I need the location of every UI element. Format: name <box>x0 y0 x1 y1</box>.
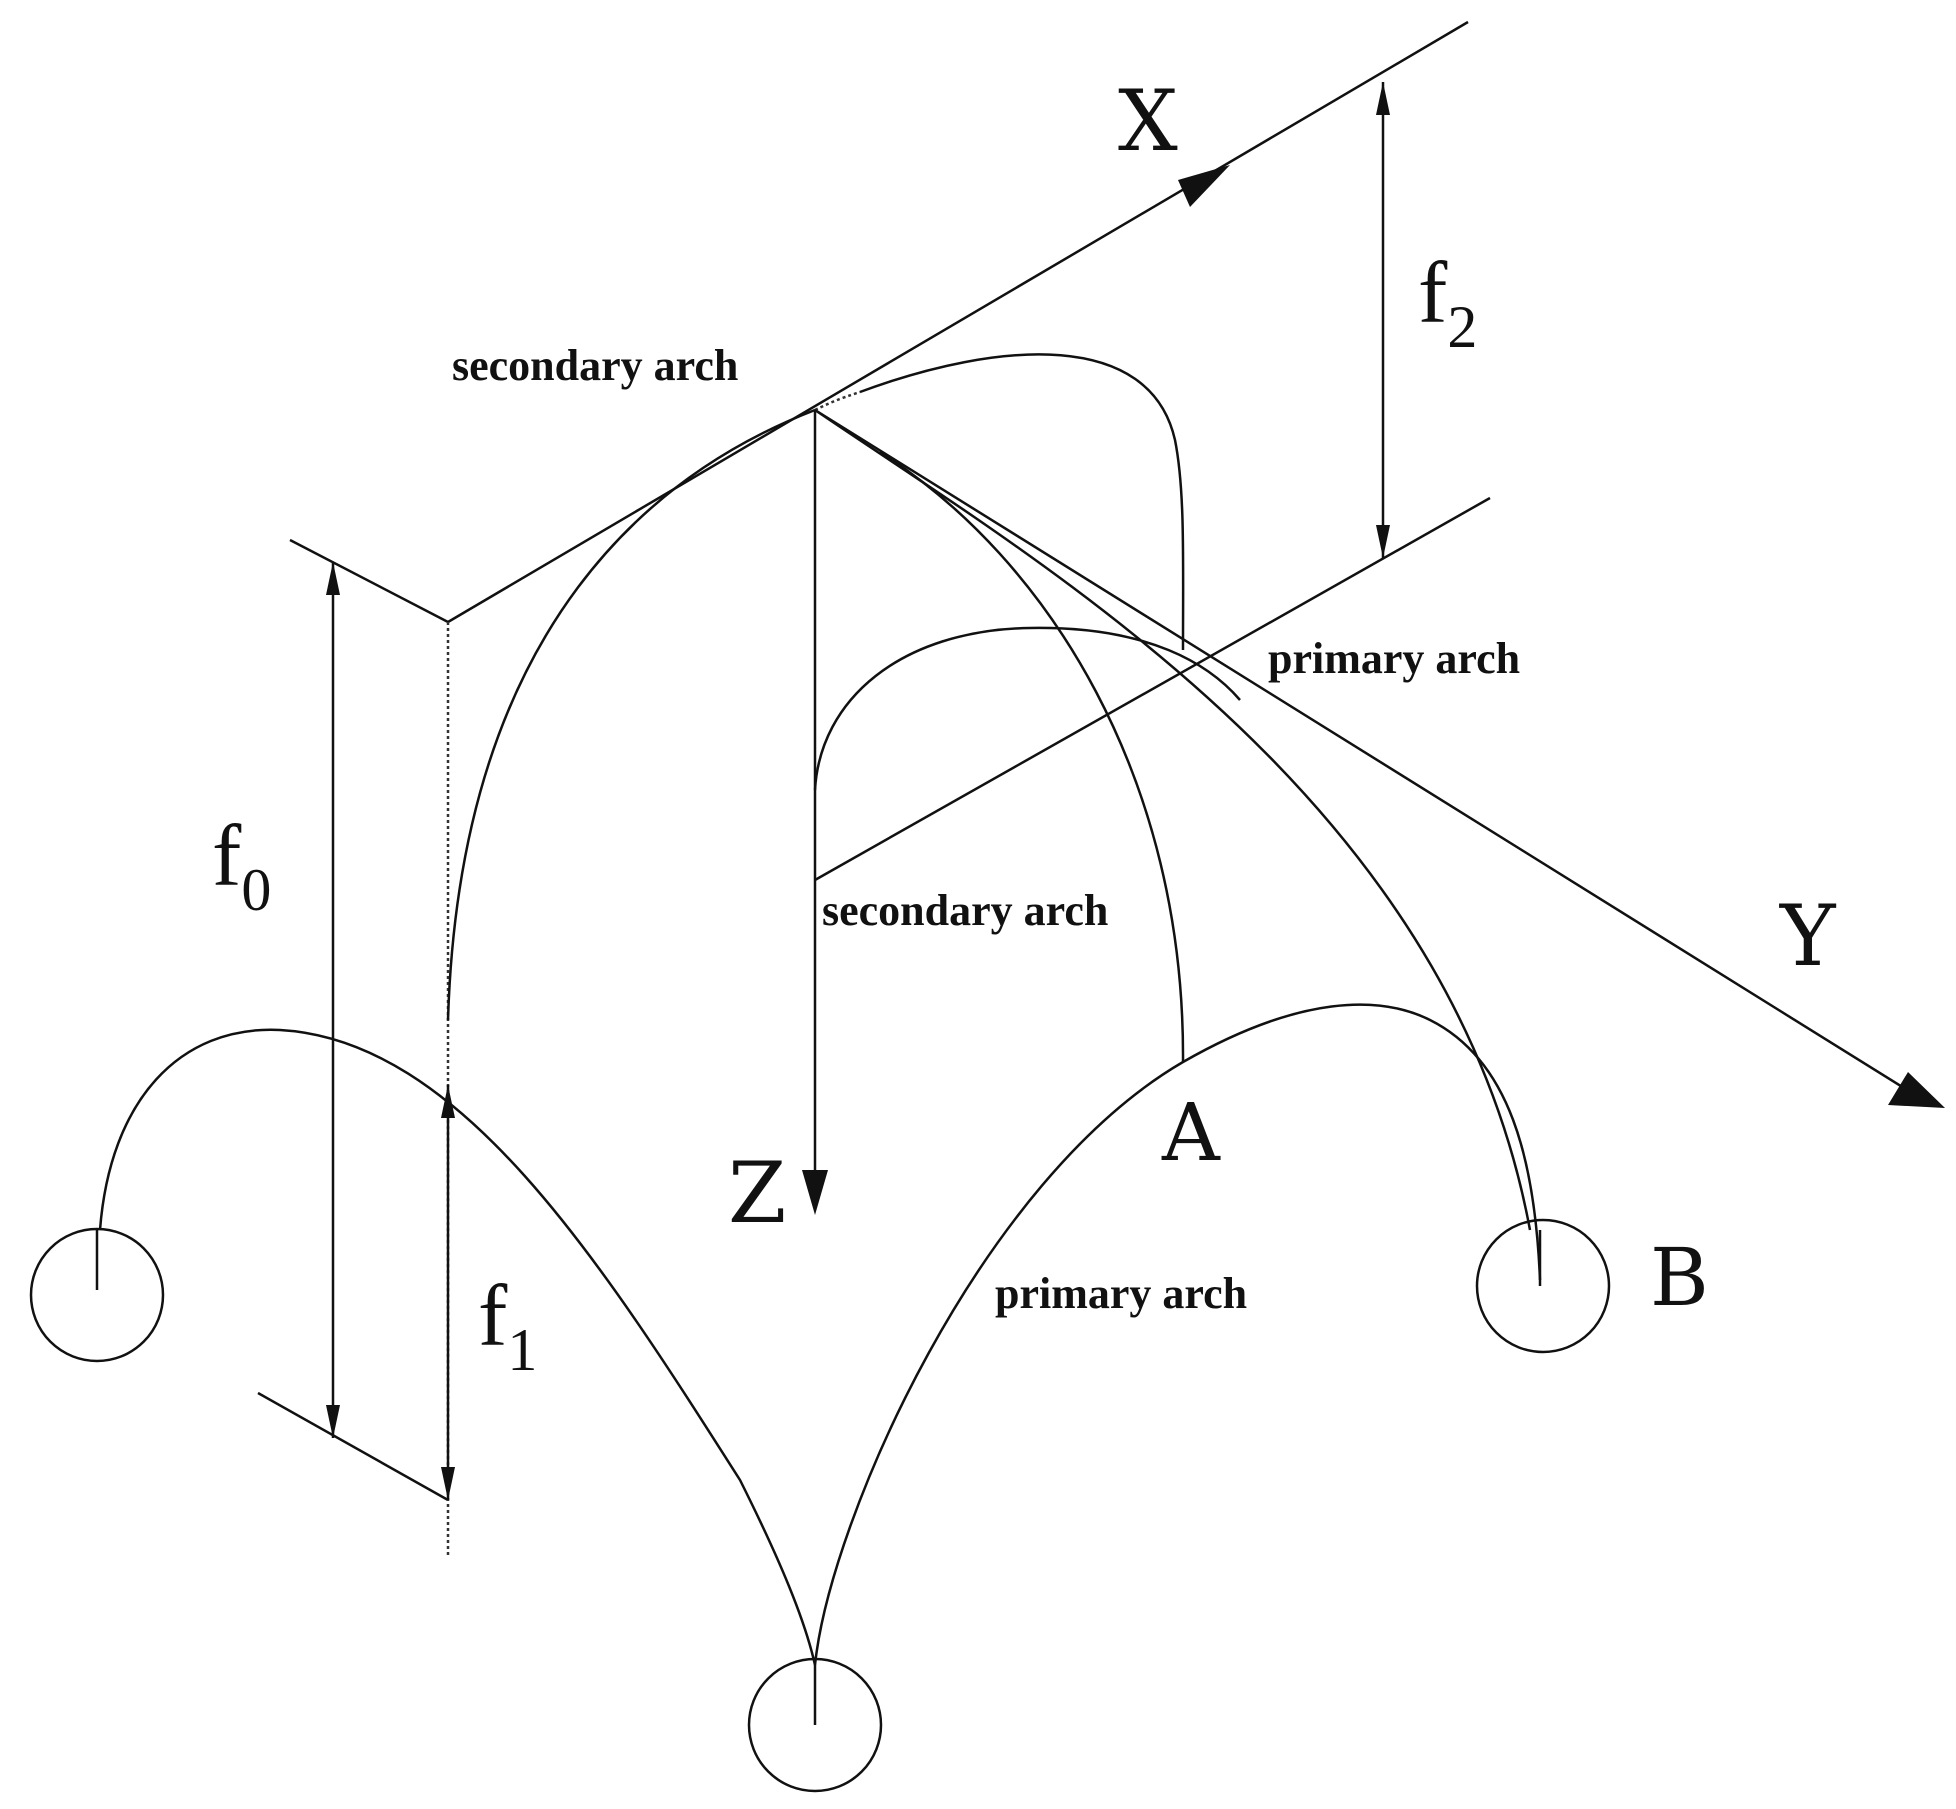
point-b-label: B <box>1650 1231 1709 1324</box>
secondary-arch-top-curve <box>859 353 1185 651</box>
f0-dimension <box>326 562 340 1438</box>
top-left-reference-line <box>289 538 449 624</box>
f2-dimension <box>1376 82 1390 558</box>
y-axis <box>814 408 1945 1108</box>
secondary-arch-label-top: secondary arch <box>452 341 738 390</box>
x-axis <box>447 20 1469 624</box>
primary-arch-right-curve <box>813 1003 1542 1666</box>
arch-to-point-a <box>879 450 1185 1063</box>
z-axis <box>802 410 828 1215</box>
f2-label: f2 <box>1418 245 1477 360</box>
point-b-support <box>1475 1218 1611 1354</box>
left-edge-arch <box>446 408 816 1021</box>
secondary-baseline-line <box>814 496 1491 882</box>
point-a-label: A <box>1161 1086 1221 1179</box>
secondary-arch-label-middle: secondary arch <box>822 886 1108 935</box>
z-axis-label: Z <box>728 1144 786 1242</box>
secondary-arch-middle-curve <box>813 626 1241 791</box>
f1-dimension <box>441 1085 455 1500</box>
primary-arch-label-right: primary arch <box>1268 634 1520 683</box>
bottom-left-reference-line <box>257 1391 449 1502</box>
primary-arch-label-bottom: primary arch <box>995 1269 1247 1318</box>
left-support <box>29 1227 165 1363</box>
arch-to-point-b <box>814 408 1532 1231</box>
y-axis-arrowhead <box>1888 1072 1945 1108</box>
primary-arch-left-curve <box>98 1028 817 1666</box>
z-axis-arrowhead <box>802 1170 828 1215</box>
bottom-support <box>747 1657 883 1793</box>
y-axis-label: Y <box>1779 887 1837 985</box>
x-axis-arrowhead <box>1178 165 1230 207</box>
f1-label: f1 <box>478 1268 537 1383</box>
f0-label: f0 <box>212 808 271 923</box>
x-axis-label: X <box>1118 72 1178 170</box>
